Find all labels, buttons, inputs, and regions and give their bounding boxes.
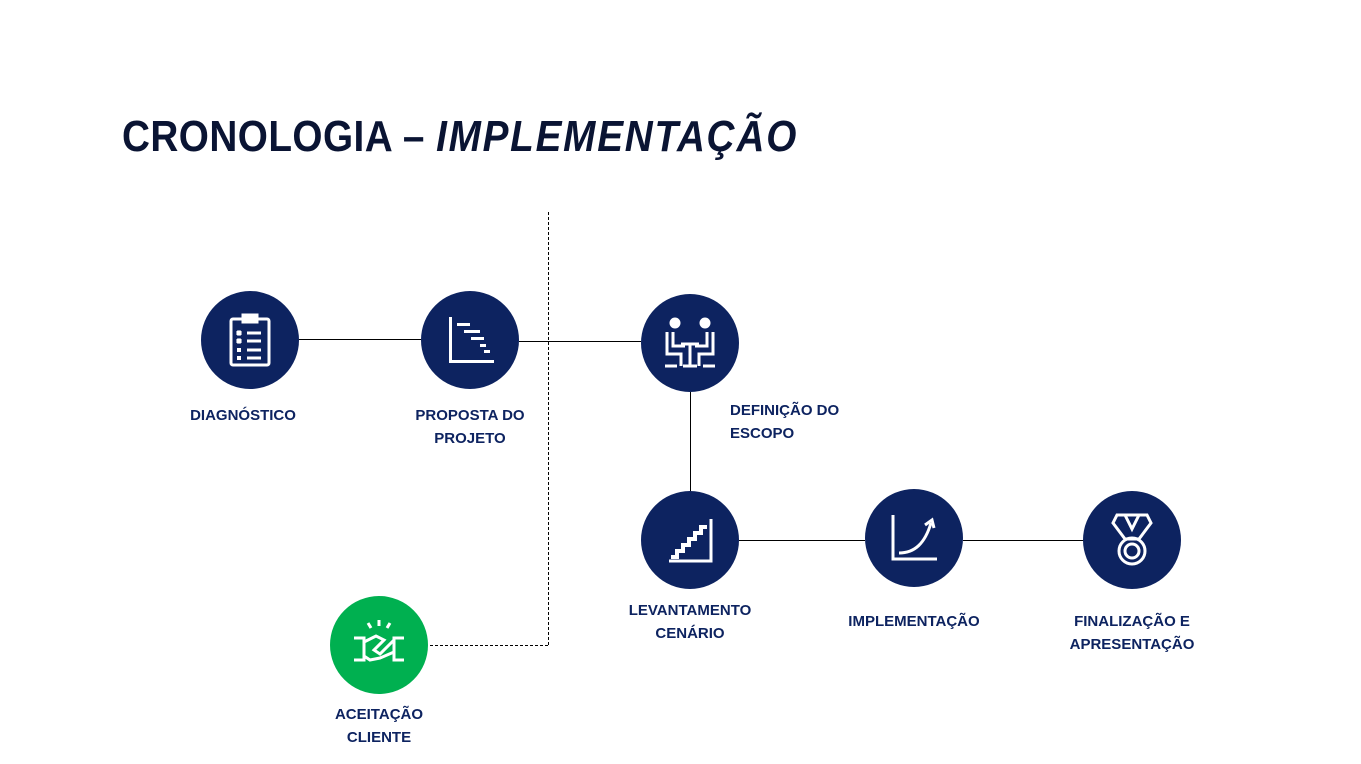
label-line: PROPOSTA DO xyxy=(415,407,525,424)
staircase-chart-icon xyxy=(669,519,713,563)
gantt-chart-icon xyxy=(449,317,494,363)
step-implementacao-node xyxy=(865,489,963,587)
step-diagnostico-label: DIAGNÓSTICO xyxy=(190,404,296,427)
dashed-divider xyxy=(548,212,549,645)
page-title: CRONOLOGIA – IMPLEMENTAÇÃO xyxy=(122,112,798,162)
step-levantamento-label: LEVANTAMENTO CENÁRIO xyxy=(629,599,752,645)
label-line: CENÁRIO xyxy=(655,625,725,642)
step-finalizacao-node xyxy=(1083,491,1181,589)
step-proposta-label: PROPOSTA DO PROJETO xyxy=(415,404,524,450)
connector xyxy=(963,540,1084,541)
dashed-connector xyxy=(430,645,548,646)
step-implementacao-label: IMPLEMENTAÇÃO xyxy=(848,610,979,633)
connector xyxy=(519,341,641,342)
label-line: LEVANTAMENTO xyxy=(628,602,752,619)
medal-icon xyxy=(1111,513,1153,566)
step-aceitacao-node xyxy=(330,596,428,694)
step-proposta-node xyxy=(421,291,519,389)
step-aceitacao-label: ACEITAÇÃO CLIENTE xyxy=(335,703,423,749)
label-line: DEFINIÇÃO DO xyxy=(730,402,840,419)
connector xyxy=(690,392,691,492)
label-line: FINALIZAÇÃO E xyxy=(1074,613,1190,630)
clipboard-checklist-icon xyxy=(229,313,271,367)
label-line: IMPLEMENTAÇÃO xyxy=(848,613,980,630)
label-line: APRESENTAÇÃO xyxy=(1069,636,1195,653)
meeting-table-icon xyxy=(665,317,715,368)
step-levantamento-node xyxy=(641,491,739,589)
label-line: PROJETO xyxy=(434,430,506,447)
step-diagnostico-node xyxy=(201,291,299,389)
title-emphasis: IMPLEMENTAÇÃO xyxy=(436,112,799,161)
step-finalizacao-label: FINALIZAÇÃO E APRESENTAÇÃO xyxy=(1070,610,1195,656)
title-main: CRONOLOGIA – xyxy=(122,112,437,161)
handshake-icon xyxy=(354,620,404,662)
connector xyxy=(739,540,865,541)
growth-curve-icon xyxy=(891,515,937,561)
label-line: CLIENTE xyxy=(346,729,412,746)
label-line: ESCOPO xyxy=(730,425,795,442)
step-definicao-node xyxy=(641,294,739,392)
label-line: ACEITAÇÃO xyxy=(334,706,424,723)
connector xyxy=(299,339,421,340)
step-definicao-label: DEFINIÇÃO DO ESCOPO xyxy=(730,399,839,445)
label-line: DIAGNÓSTICO xyxy=(190,407,296,424)
